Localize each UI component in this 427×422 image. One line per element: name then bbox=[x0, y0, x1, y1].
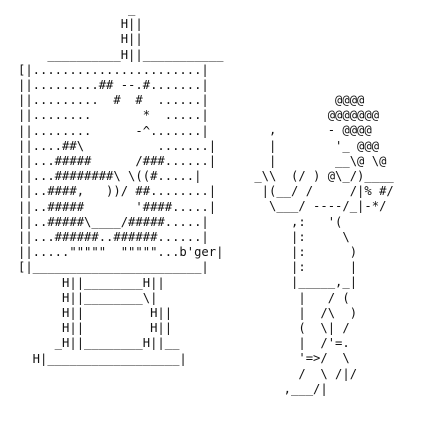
ascii-painter-figure: @@@@ @@@@@@@ , - @@@@ | '_ @@@ | __\@ \@… bbox=[254, 93, 394, 396]
ascii-easel-painting: _ H|| H|| __________H||___________ [|...… bbox=[18, 2, 224, 366]
